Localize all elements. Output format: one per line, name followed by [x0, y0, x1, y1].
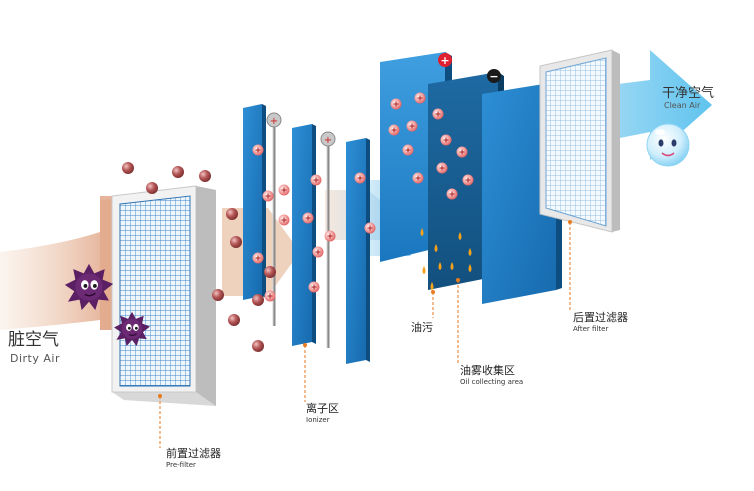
ionizer-electrode-rod-2: + — [320, 131, 336, 348]
pre-filter-label-en: Pre-filter — [166, 461, 196, 469]
svg-text:+: + — [440, 54, 449, 67]
clean-air-label-en: Clean Air — [664, 101, 701, 110]
svg-text:+: + — [270, 116, 278, 127]
oil-collecting-label-en: Oil collecting area — [460, 378, 524, 386]
ionizer-plate-3 — [346, 138, 370, 364]
clean-air-bubble-mascot — [646, 123, 690, 167]
dirty-air-label-en: Dirty Air — [10, 352, 60, 365]
oil-stain-label: 油污 — [411, 321, 433, 334]
clean-air-label: 干净空气 — [662, 86, 715, 101]
pre-filter-panel — [111, 185, 216, 406]
pre-filter-label: 前置过滤器 — [166, 447, 221, 460]
ionizer-plate-2 — [292, 124, 316, 346]
oil-collecting-label: 油雾收集区 — [460, 364, 515, 377]
leader-lines — [159, 222, 571, 448]
ionizer-plate-1 — [243, 104, 266, 300]
oil-droplets — [420, 228, 472, 290]
after-filter-label: 后置过滤器 — [573, 311, 628, 324]
after-filter-panel — [539, 49, 620, 233]
svg-text:+: + — [324, 135, 332, 146]
ionizer-label-en: Ionizer — [306, 416, 330, 424]
dirty-air-label: 脏空气 — [8, 330, 59, 350]
svg-text:−: − — [489, 70, 498, 83]
electrode-plus-badge-1: + — [438, 53, 452, 67]
after-filter-label-en: After filter — [573, 325, 609, 333]
leader-dots — [158, 220, 572, 398]
ionizer-label: 离子区 — [306, 402, 339, 415]
electrode-minus-badge: − — [487, 69, 501, 83]
